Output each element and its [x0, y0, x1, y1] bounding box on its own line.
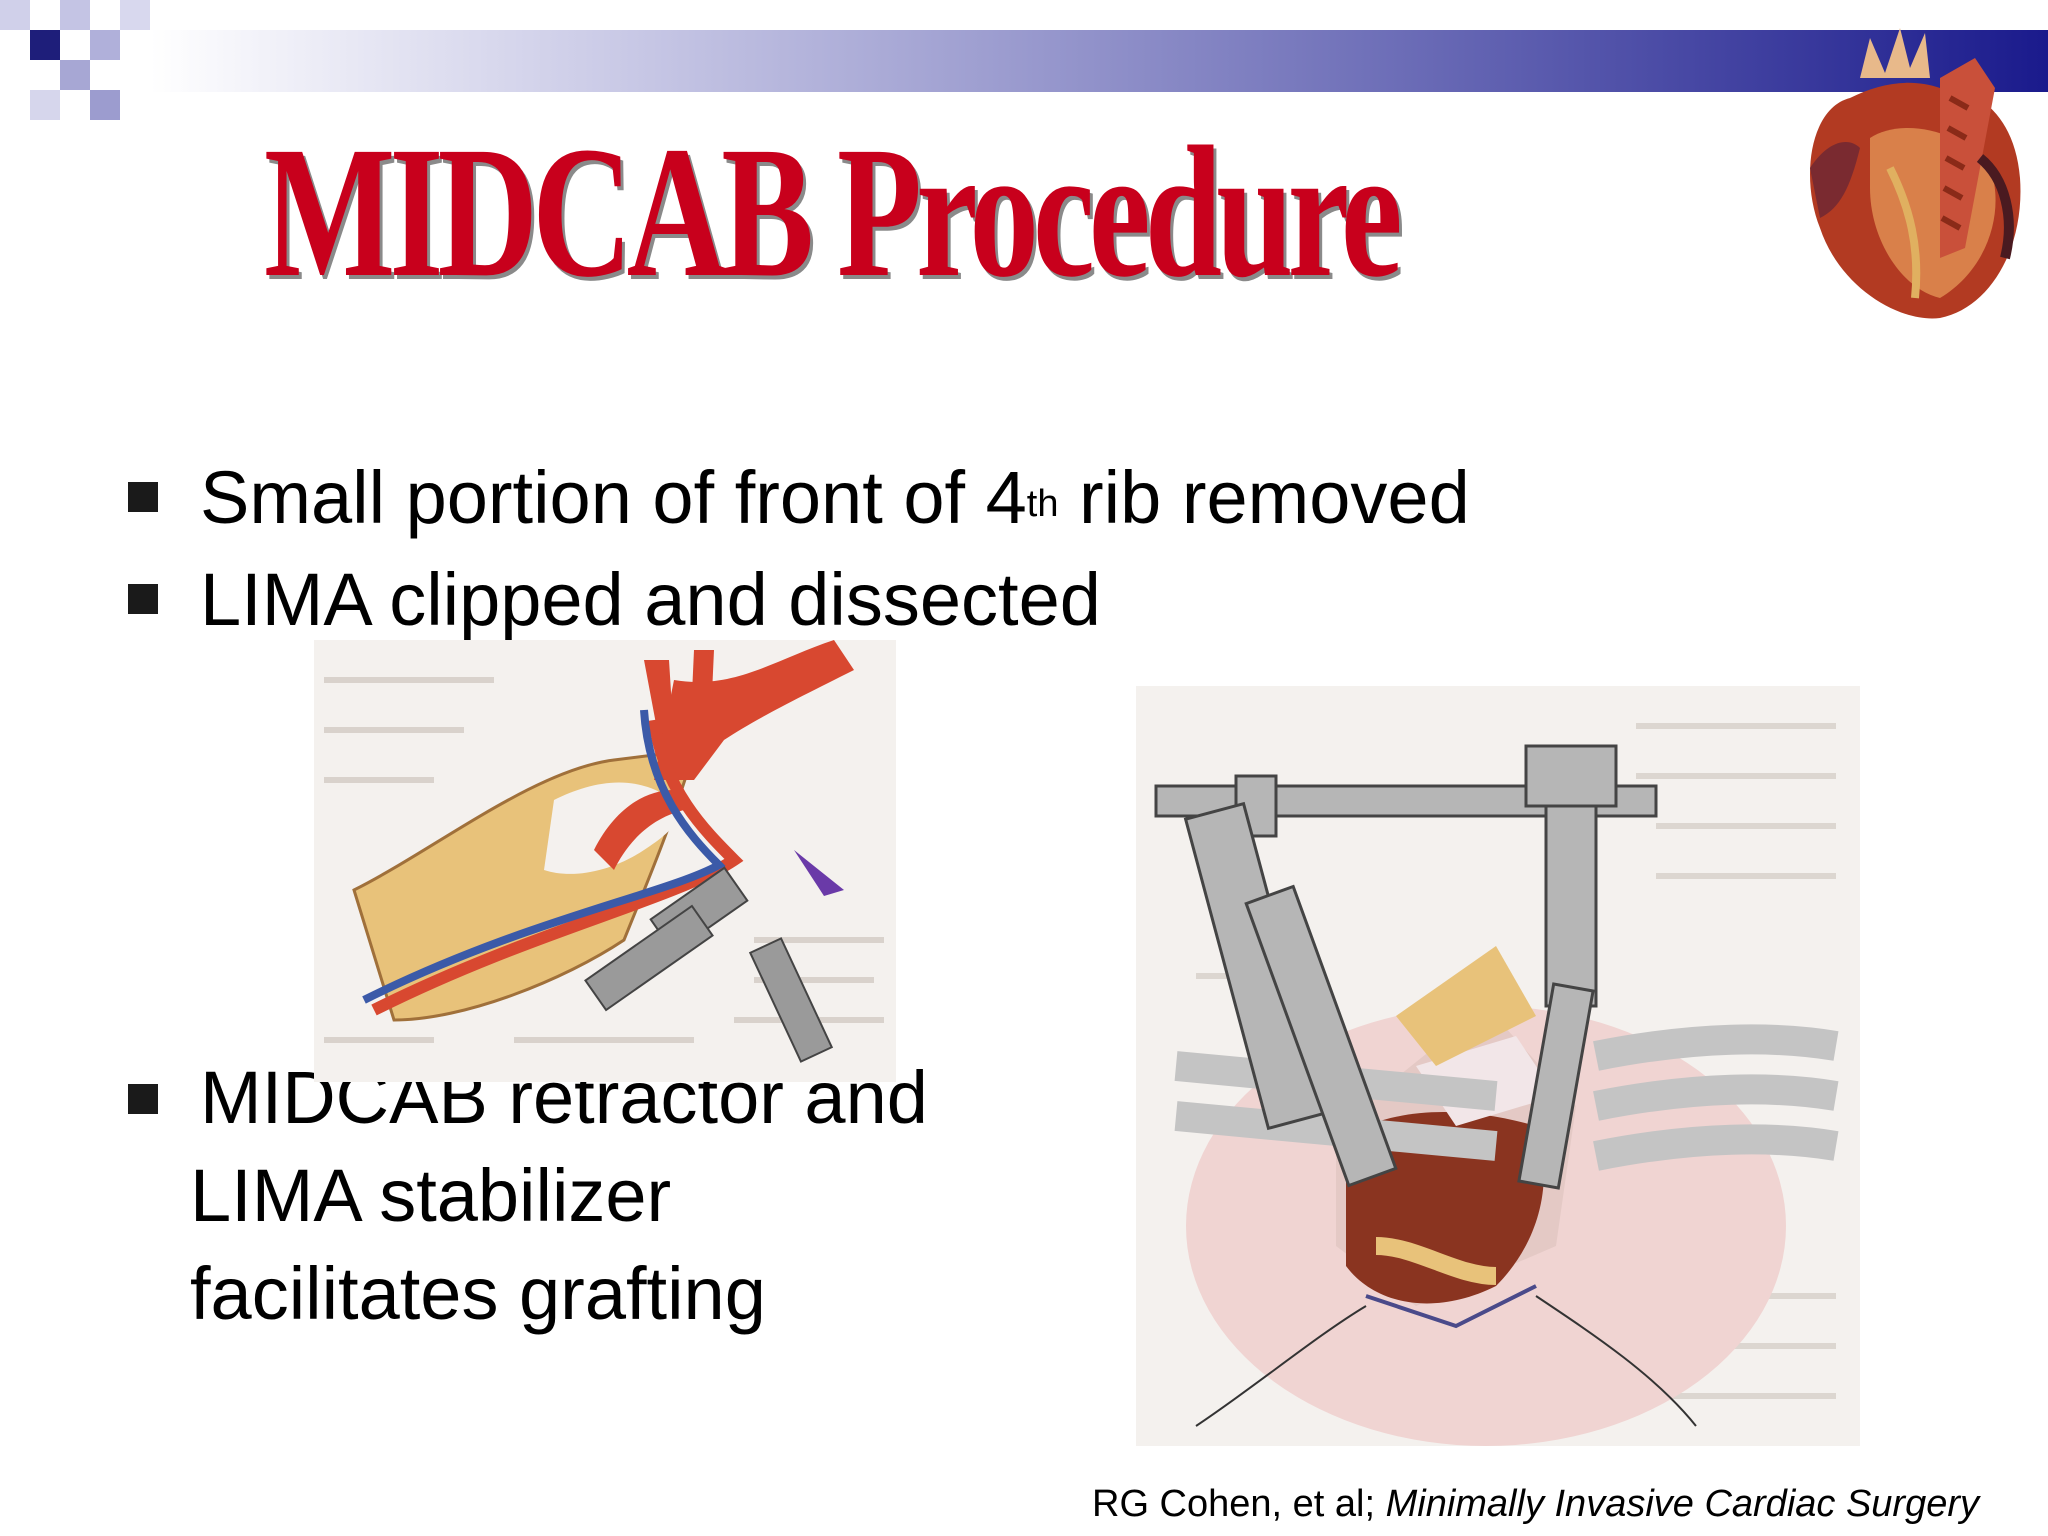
bullet-marker [128, 1084, 158, 1114]
bullet-1-superscript: th [1026, 483, 1059, 525]
corner-square [120, 0, 150, 30]
citation-source: Minimally Invasive Cardiac Surgery [1385, 1483, 1980, 1525]
bullet-1-text-end: rib removed [1058, 456, 1470, 539]
heart-illustration [1790, 18, 2030, 328]
corner-square [30, 90, 60, 120]
bullet-marker [128, 584, 158, 614]
bullet-1-text: Small portion of front of 4 [200, 456, 1027, 539]
citation: RG Cohen, et al; Minimally Invasive Card… [1092, 1480, 1979, 1528]
lima-dissection-illustration [314, 640, 896, 1082]
bullet-3-line-3: facilitates grafting [190, 1252, 766, 1335]
slide-title: MIDCAB Procedure [264, 107, 1403, 316]
bullet-2: LIMA clipped and dissected [200, 558, 1101, 641]
bullet-1: Small portion of front of 4th rib remove… [200, 454, 1470, 542]
bullet-marker [128, 482, 158, 512]
corner-square [0, 0, 30, 30]
corner-square [90, 90, 120, 120]
header-gradient-band [150, 30, 2048, 92]
citation-authors: RG Cohen, et al; [1092, 1483, 1386, 1525]
corner-square [60, 0, 90, 30]
bullet-3-line-2: LIMA stabilizer [190, 1154, 672, 1237]
retractor-stabilizer-illustration [1136, 686, 1860, 1446]
corner-square [90, 30, 120, 60]
corner-square [30, 30, 60, 60]
corner-square [60, 60, 90, 90]
